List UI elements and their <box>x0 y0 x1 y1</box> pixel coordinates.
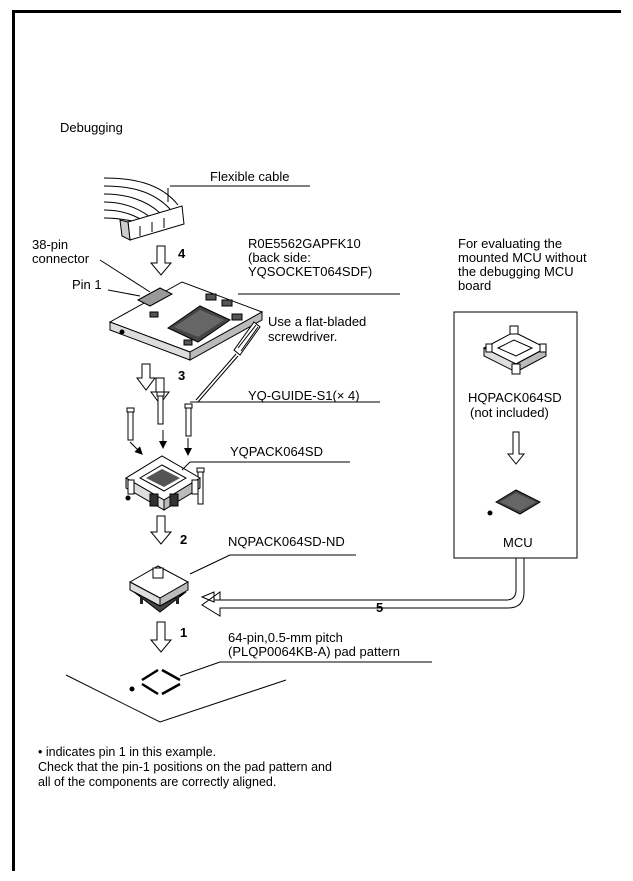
step-1-arrow <box>149 621 173 653</box>
hqpack <box>482 325 548 375</box>
diagram-title: Debugging <box>60 120 123 135</box>
page-frame <box>12 10 621 871</box>
eval-down-arrow <box>506 431 526 465</box>
eval-heading-line1: For evaluating the <box>458 236 562 251</box>
note-line2: Check that the pin-1 positions on the pa… <box>38 760 332 774</box>
hqpack-label-line2: (not included) <box>470 405 549 420</box>
yqpack <box>125 455 201 511</box>
pin1-label: Pin 1 <box>72 277 102 292</box>
pad-pattern <box>141 668 181 696</box>
screwdriver <box>195 321 261 403</box>
flexible-cable <box>103 177 185 241</box>
note-line1: • indicates pin 1 in this example. <box>38 745 217 759</box>
screwdriver-label-line1: Use a flat-bladed <box>268 314 366 329</box>
step-2-arrow <box>149 515 173 545</box>
guide-label: YQ-GUIDE-S1(× 4) <box>248 388 360 403</box>
eval-heading-line4: board <box>458 278 491 293</box>
step-5-number: 5 <box>376 600 383 615</box>
pad-label-line2: (PLQP0064KB-A) pad pattern <box>228 644 400 659</box>
eval-heading-line2: mounted MCU without <box>458 250 587 265</box>
eval-heading-line3: the debugging MCU <box>458 264 574 279</box>
note-line3: all of the components are correctly alig… <box>38 775 277 789</box>
nqpack-leader <box>189 554 231 575</box>
yqpack-label: YQPACK064SD <box>230 444 323 459</box>
pad-pin1-dot <box>129 686 135 692</box>
step-5-arrow <box>200 558 525 617</box>
nqpack-label: NQPACK064SD-ND <box>228 534 345 549</box>
connector-leader <box>99 259 151 293</box>
pad-label-line1: 64-pin,0.5-mm pitch <box>228 630 343 645</box>
mcu-pin1-dot <box>487 510 493 516</box>
notes: • indicates pin 1 in this example. Check… <box>38 745 558 790</box>
connector-label-line2: connector <box>32 251 90 266</box>
flexible-cable-label: Flexible cable <box>210 169 290 184</box>
step-3-arrows <box>136 363 170 405</box>
mcu-chip <box>494 489 542 515</box>
step-2-number: 2 <box>180 532 187 547</box>
hqpack-label-line1: HQPACK064SD <box>468 390 562 405</box>
r0e-label-line2: (back side: <box>248 250 311 265</box>
screwdriver-label-line2: screwdriver. <box>268 329 337 344</box>
pin1-leader <box>107 289 141 297</box>
r0e-label-line1: R0E5562GAPFK10 <box>248 236 361 251</box>
yqpack-leader-tip <box>181 461 191 471</box>
connector-label-line1: 38-pin <box>32 237 68 252</box>
pad-leader <box>179 661 221 677</box>
yqpack-pin1-dot <box>125 495 131 501</box>
step-4-number: 4 <box>178 246 186 261</box>
mcu-label: MCU <box>503 535 533 550</box>
r0e-board <box>108 281 264 361</box>
guide-down-arrows <box>129 430 192 456</box>
r0e-pin1-dot <box>119 329 125 335</box>
r0e-label-line3: YQSOCKET064SDF) <box>248 264 372 279</box>
step-4-arrow <box>149 245 173 276</box>
pad-pattern-board <box>65 674 287 723</box>
step-3-number: 3 <box>178 368 185 383</box>
nqpack <box>128 565 190 613</box>
step-1-number: 1 <box>180 625 187 640</box>
